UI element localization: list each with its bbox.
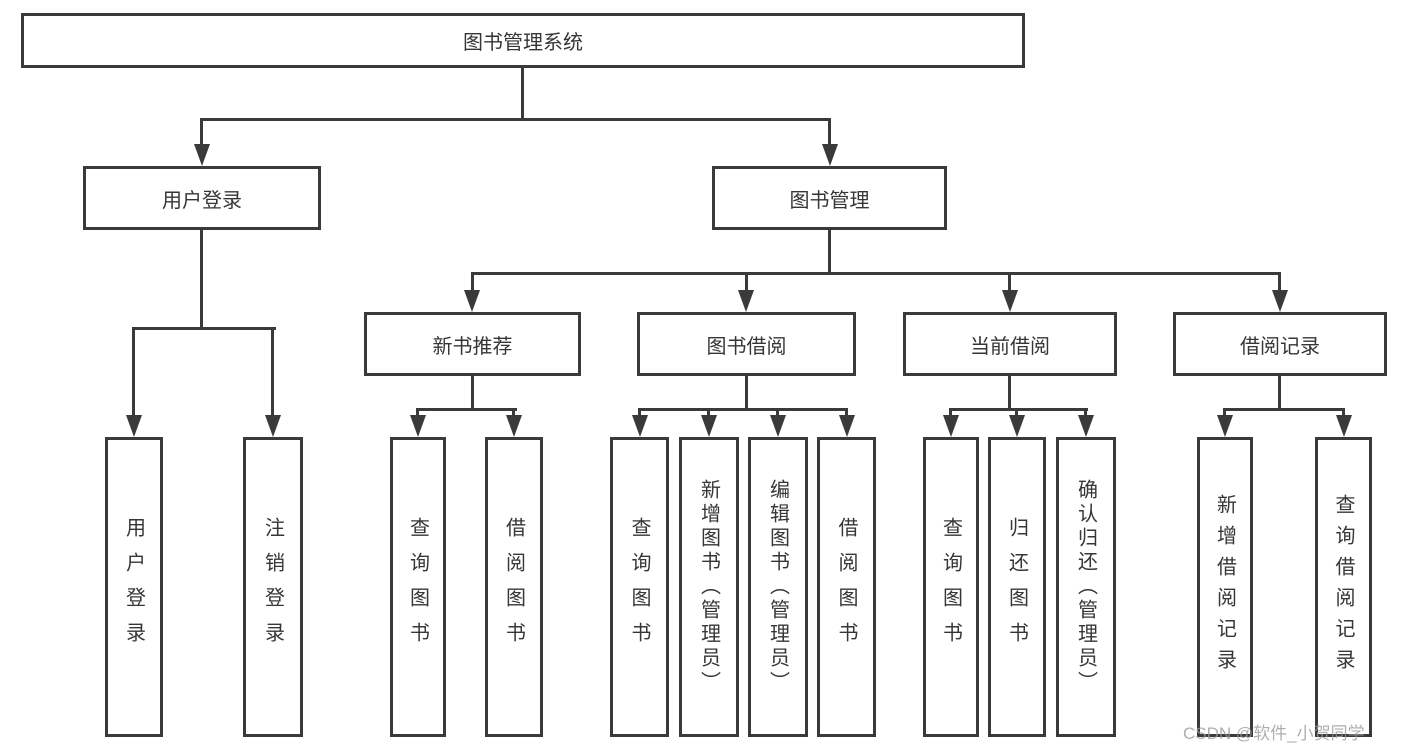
arrow-down-icon	[770, 415, 786, 437]
leaf-user-login-label: 用户登录	[122, 517, 145, 657]
arrow-down-icon	[126, 415, 142, 437]
arrow-down-icon	[701, 415, 717, 437]
node-book-borrowing-label: 图书借阅	[706, 335, 787, 358]
connector-leaf-drop	[845, 408, 848, 417]
connector-leaf-drop	[271, 327, 274, 416]
connector-leaf-drop	[638, 408, 641, 417]
csdn-watermark: CSDN @软件_小贺同学	[1183, 724, 1365, 743]
connector-groupE-rail	[1223, 408, 1345, 411]
connector-book-management-drop	[828, 118, 831, 146]
leaf-borrowing-query-books: 查询图书	[610, 437, 669, 737]
leaf-borrowing-add-books-admin: 新增图书（管理员）	[679, 437, 739, 737]
connector-leaf-drop	[512, 408, 515, 417]
arrow-down-icon	[943, 415, 959, 437]
node-borrowing-records-label: 借阅记录	[1240, 335, 1320, 358]
arrow-down-icon	[506, 415, 522, 437]
connector-level2-rail	[471, 272, 1281, 275]
connector-leaf-drop	[416, 408, 419, 417]
leaf-records-add-borrow-record: 新增借阅记录	[1197, 437, 1253, 737]
leaf-logout-login: 注销登录	[243, 437, 303, 737]
leaf-recommend-borrow-books-label: 借阅图书	[502, 517, 525, 657]
arrow-down-icon	[1078, 415, 1094, 437]
node-book-management: 图书管理	[712, 166, 947, 230]
leaf-user-login: 用户登录	[105, 437, 163, 737]
leaf-current-query-books-label: 查询图书	[939, 517, 962, 657]
leaf-borrowing-borrow-books-label: 借阅图书	[835, 517, 857, 657]
connector-user-login-stem	[200, 230, 203, 329]
connector-book-borrowing-stem	[745, 376, 748, 410]
connector-borrowing-records-stem	[1278, 376, 1281, 410]
arrow-down-icon	[632, 415, 648, 437]
connector-level1-rail	[201, 118, 831, 121]
connector-leaf-drop	[707, 408, 710, 417]
arrow-down-icon	[839, 415, 855, 437]
arrow-down-icon	[410, 415, 426, 437]
leaf-current-confirm-return-admin: 确认归还（管理员）	[1056, 437, 1116, 737]
connector-book-borrowing-drop	[745, 272, 748, 292]
node-library-system-label: 图书管理系统	[463, 32, 583, 54]
connector-leaf-drop	[132, 327, 135, 416]
node-current-borrowing-label: 当前借阅	[970, 335, 1050, 358]
connector-borrowing-records-drop	[1278, 272, 1281, 292]
connector-groupB-rail	[416, 408, 517, 411]
leaf-borrowing-edit-books-admin-label: 编辑图书（管理员）	[766, 479, 789, 695]
leaf-borrowing-query-books-label: 查询图书	[628, 517, 650, 657]
leaf-recommend-borrow-books: 借阅图书	[485, 437, 543, 737]
node-new-book-recommend: 新书推荐	[364, 312, 581, 376]
leaf-borrowing-borrow-books: 借阅图书	[817, 437, 876, 737]
node-user-login: 用户登录	[83, 166, 321, 230]
connector-leaf-drop	[949, 408, 952, 417]
arrow-down-icon	[1272, 290, 1288, 312]
arrow-down-icon	[1336, 415, 1352, 437]
connector-leaf-drop	[1342, 408, 1345, 417]
arrow-down-icon	[1009, 415, 1025, 437]
connector-current-borrowing-stem	[1008, 376, 1011, 410]
node-current-borrowing: 当前借阅	[903, 312, 1117, 376]
connector-book-management-stem	[828, 230, 831, 273]
connector-groupA-rail	[132, 327, 276, 330]
leaf-records-query-borrow-record: 查询借阅记录	[1315, 437, 1372, 737]
connector-current-borrowing-drop	[1008, 272, 1011, 292]
leaf-recommend-query-books-label: 查询图书	[406, 517, 429, 657]
leaf-records-add-borrow-record-label: 新增借阅记录	[1213, 494, 1236, 680]
arrow-down-icon	[464, 290, 480, 312]
connector-root-stem	[521, 68, 524, 121]
leaf-records-query-borrow-record-label: 查询借阅记录	[1332, 494, 1354, 680]
connector-leaf-drop	[776, 408, 779, 417]
connector-leaf-drop	[1015, 408, 1018, 417]
leaf-borrowing-edit-books-admin: 编辑图书（管理员）	[748, 437, 808, 737]
node-book-borrowing: 图书借阅	[637, 312, 856, 376]
arrow-down-icon	[738, 290, 754, 312]
arrow-down-icon	[265, 415, 281, 437]
leaf-current-confirm-return-admin-label: 确认归还（管理员）	[1074, 479, 1097, 695]
connector-leaf-drop	[1084, 408, 1087, 417]
leaf-current-return-books: 归还图书	[988, 437, 1046, 737]
arrow-down-icon	[194, 144, 210, 166]
leaf-recommend-query-books: 查询图书	[390, 437, 446, 737]
leaf-current-query-books: 查询图书	[923, 437, 979, 737]
connector-new-book-drop	[471, 272, 474, 292]
leaf-borrowing-add-books-admin-label: 新增图书（管理员）	[697, 479, 720, 695]
leaf-current-return-books-label: 归还图书	[1005, 517, 1028, 657]
connector-leaf-drop	[1223, 408, 1226, 417]
node-user-login-label: 用户登录	[162, 189, 242, 212]
node-library-system: 图书管理系统	[21, 13, 1025, 68]
leaf-logout-login-label: 注销登录	[261, 517, 284, 657]
arrow-down-icon	[1002, 290, 1018, 312]
node-borrowing-records: 借阅记录	[1173, 312, 1387, 376]
connector-groupC-rail	[638, 408, 848, 411]
connector-groupD-rail	[949, 408, 1088, 411]
node-book-management-label: 图书管理	[789, 189, 870, 212]
connector-user-login-drop	[200, 118, 203, 146]
arrow-down-icon	[822, 144, 838, 166]
node-new-book-recommend-label: 新书推荐	[432, 335, 513, 358]
connector-new-book-stem	[471, 376, 474, 410]
arrow-down-icon	[1217, 415, 1233, 437]
